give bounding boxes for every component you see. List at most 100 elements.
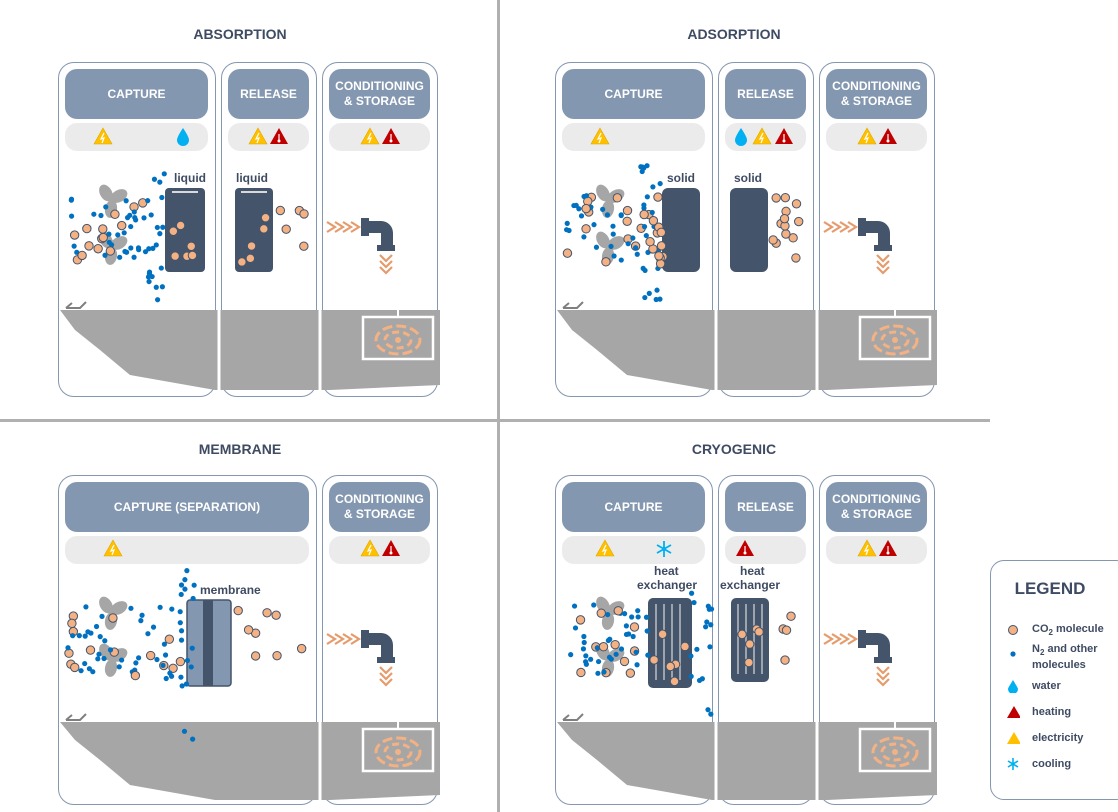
n2-molecule [708,622,714,628]
n2-molecule [625,241,631,247]
n2-molecule [178,637,185,643]
co2-molecule [656,241,667,251]
n2-molecule [102,252,108,258]
n2-molecule [128,223,134,230]
co2-molecule [562,248,573,258]
n2-molecule [131,254,137,260]
cryogenic-capture-label-2: exchanger [637,578,697,592]
n2-molecule [167,670,173,676]
n2-molecule [630,633,636,640]
n2-molecule [190,736,196,742]
n2-molecule [83,604,89,610]
n2-molecule [581,234,587,240]
n2-molecule [119,657,125,663]
n2-molecule [133,660,139,666]
n2-molecule [688,673,694,679]
n2-molecule [641,224,648,230]
co2-molecule [262,608,272,618]
co2-molecule [98,232,108,243]
co2-molecule [187,250,198,261]
n2-molecule [124,215,131,221]
n2-molecule [82,633,88,639]
n2-molecule [688,590,695,596]
co2-molecule [781,229,791,239]
cryogenic-release-header: RELEASE [725,482,806,532]
n2-molecule [708,606,715,612]
n2-molecule [703,624,709,630]
co2-molecule [598,642,609,652]
n2-molecule [160,224,166,230]
n2-molecule [145,198,151,204]
n2-molecule [610,231,616,237]
legend-item-co2: CO2 molecule [1006,623,1104,637]
co2-molecule [260,213,271,223]
co2-molecule [175,656,186,667]
co2-molecule [67,618,77,629]
co2-molecule [622,216,632,226]
n2-molecule [128,245,134,251]
co2-molecule [648,216,659,226]
co2-molecule [791,253,801,263]
co2-molecule [601,257,611,267]
n2-molecule [190,595,196,602]
co2-molecule [575,615,586,625]
cryogenic-conditioning-header: CONDITIONING & STORAGE [826,482,927,532]
n2-molecule [132,214,138,221]
membrane-title: MEMBRANE [198,441,282,457]
n2-molecule [644,194,650,200]
n2-molecule [146,278,152,285]
co2-molecule [596,608,606,618]
n2-molecule [177,620,183,626]
n2-molecule [179,683,185,689]
co2-molecule [653,192,663,202]
n2-molecule [633,245,639,251]
n2-molecule [583,659,589,665]
n2-molecule [649,209,655,216]
co2-molecule [250,651,261,661]
cooling-icon [1006,757,1020,771]
n2-molecule [124,249,130,255]
co2-molecule-icon [1006,623,1020,637]
n2-molecule [131,209,137,215]
co2-molecule [245,253,256,264]
n2-molecule [169,606,175,612]
co2-molecule [613,606,623,616]
n2-molecule [82,660,88,667]
n2-molecule [65,645,71,651]
n2-molecule [593,244,600,250]
legend-title: LEGEND [1014,579,1086,598]
absorption-release-label: liquid [236,171,268,185]
n2-molecule [157,604,163,610]
absorption-release-header: RELEASE [228,69,309,119]
n2-molecule [643,614,650,620]
n2-molecule [115,232,121,238]
n2-molecule [629,614,635,620]
co2-molecule [657,629,668,639]
n2-molecule [162,652,169,658]
n2-molecule [151,176,158,182]
heating-icon [1006,705,1020,719]
n2-molecule [181,728,188,734]
cryogenic-capture-label-1: heat [654,564,679,578]
n2-molecule [153,284,159,290]
n2-molecule [116,664,122,670]
n2-molecule [136,247,142,253]
absorption-capture-header: CAPTURE [65,69,208,119]
co2-molecule [744,657,754,668]
co2-molecule [669,676,680,687]
co2-molecule [680,641,690,652]
n2-molecule [68,197,74,203]
n2-molecule [178,591,184,598]
co2-molecule [754,627,764,637]
n2-molecule [103,204,109,210]
co2-molecule [649,655,659,665]
n2-molecule [150,624,157,630]
n2-molecule [184,657,191,664]
n2-molecule [98,212,104,219]
co2-molecule [625,668,636,678]
legend-item-heating: heating [1006,705,1071,719]
n2-molecule [191,582,197,588]
n2-molecule [595,658,602,665]
n2-molecule [604,212,611,218]
